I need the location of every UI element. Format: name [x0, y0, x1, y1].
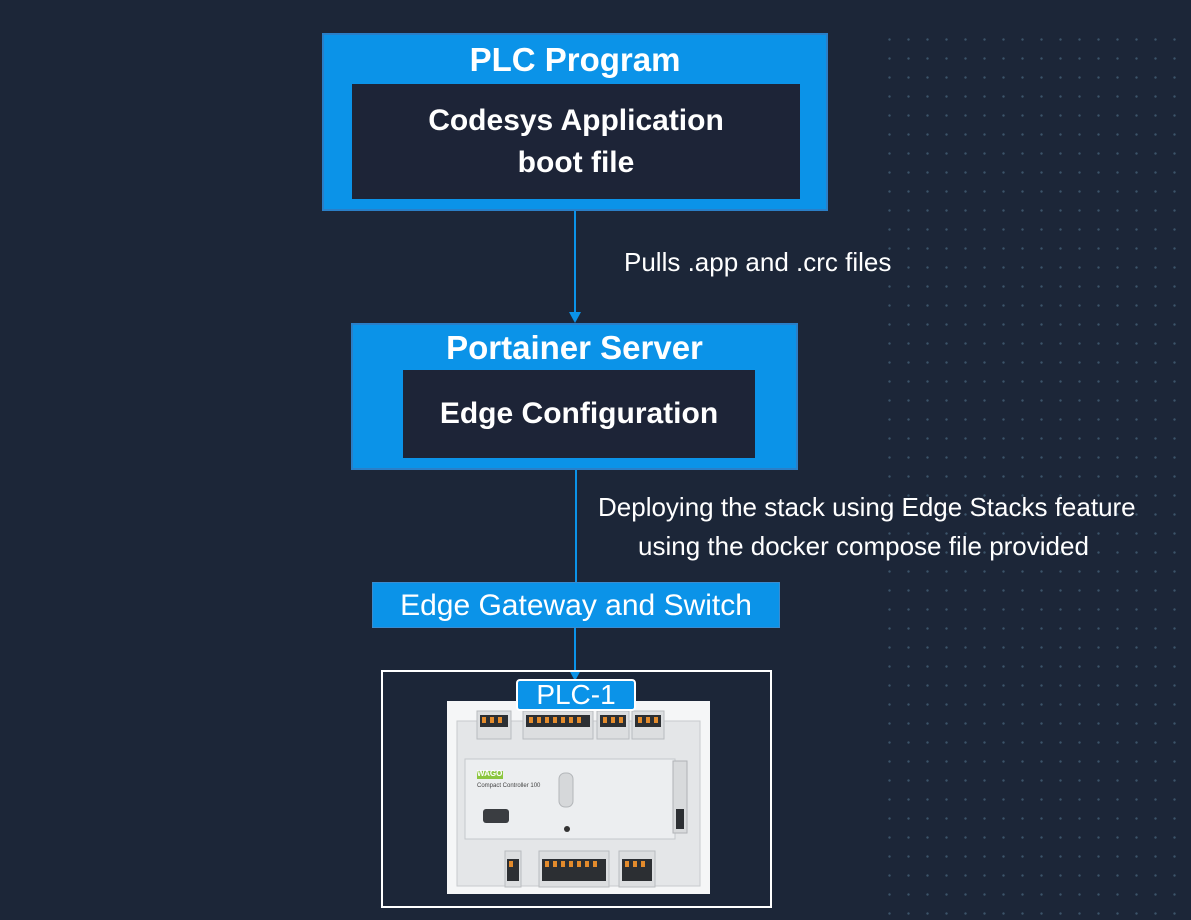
edge-gateway-box: Edge Gateway and Switch	[372, 582, 780, 628]
plc-device-image: WAGO Compact Controller 100	[447, 701, 710, 894]
arrow-gateway-to-plc	[574, 628, 576, 672]
edge-configuration-box: Edge Configuration	[403, 370, 755, 458]
plc-node-frame	[381, 670, 772, 908]
background-dot-pattern	[880, 30, 1191, 920]
arrowhead-3	[569, 670, 581, 681]
portainer-server-title: Portainer Server	[446, 329, 703, 366]
deploy-stack-label-line2: using the docker compose file provided	[638, 531, 1089, 561]
plc-controller-icon	[447, 701, 710, 894]
deploy-stack-label-line1: Deploying the stack using Edge Stacks fe…	[598, 492, 1136, 522]
plc-program-title: PLC Program	[469, 41, 681, 78]
portainer-server-box: Portainer Server Edge Configuration	[351, 323, 798, 470]
device-model-text: Compact Controller 100	[477, 783, 541, 789]
plc-program-box: PLC Program Codesys Application boot fil…	[322, 33, 828, 211]
codesys-boot-file-box: Codesys Application boot file	[352, 84, 800, 199]
arrow-portainer-to-gateway	[575, 470, 577, 582]
arrow-plc-to-portainer	[574, 211, 576, 313]
arrowhead-1	[569, 312, 581, 323]
device-brand-text: WAGO	[477, 769, 503, 778]
plc-1-label: PLC-1	[516, 679, 636, 711]
pulls-files-label: Pulls .app and .crc files	[624, 247, 892, 277]
